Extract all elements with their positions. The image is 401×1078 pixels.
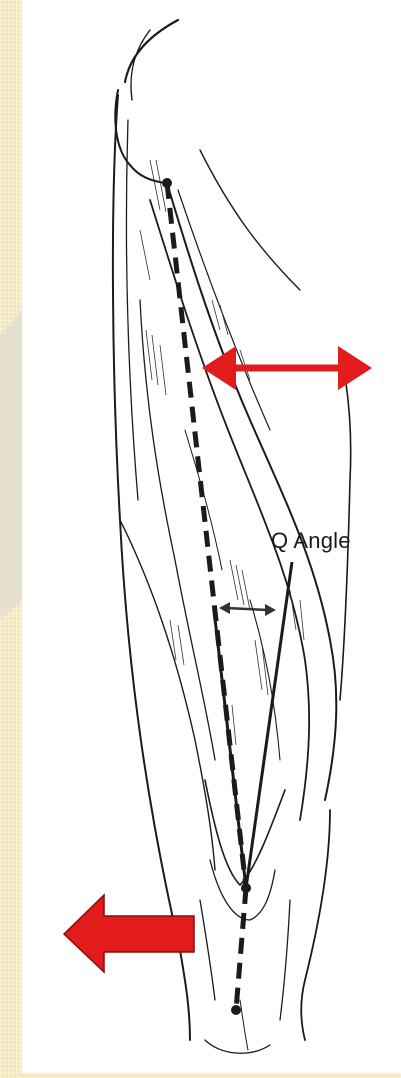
q-angle-label: Q Angle bbox=[271, 528, 351, 554]
patella-point bbox=[241, 883, 251, 893]
background-shadow bbox=[0, 310, 22, 620]
asis-point bbox=[162, 178, 172, 188]
tibial-tubercle-point bbox=[231, 1005, 241, 1015]
